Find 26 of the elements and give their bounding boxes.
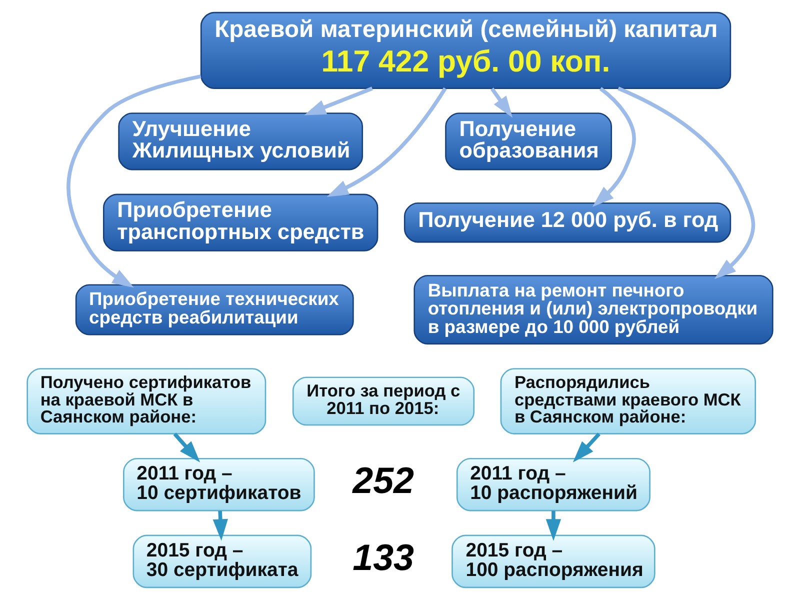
node-box: Получение 12 000 руб. в год [404,202,732,243]
node-box: 2015 год – 100 распоряжения [452,534,656,588]
node-box: Приобретение транспортных средств [103,194,378,252]
arrow [592,87,636,207]
arrow [304,86,373,116]
node-box: Краевой материнский (семейный) капитал 117 422 руб. 00 коп. [200,12,732,89]
label: 252 [352,460,414,501]
arrow [546,510,562,541]
node-box: 2015 год – 30 сертификата [132,534,312,588]
arrow [618,86,756,280]
node-box: Получено сертификатов на краевой МСК в Саянском районе: [26,368,266,434]
node-box: 2011 год – 10 распоряжений [456,458,650,512]
node-box: Приобретение технических средств реабилитации [75,284,354,336]
label: 133 [352,536,414,578]
node-box: Выплата на ремонт печного отопления и (или) электропроводки в размере до 10 000 рублей [414,275,774,344]
arrow [212,510,228,541]
node-box: Итого за период с 2011 по 2015: [292,376,475,426]
arrow [66,74,202,288]
arrow [490,88,513,118]
arrow [572,432,600,462]
node-box: Распорядились средствами краевого МСК в Саянском районе: [500,368,756,434]
node-box: 2011 год – 10 сертификатов [123,458,315,512]
arrow [326,87,447,197]
node-box: Получение образования [445,112,612,170]
arrow [173,432,200,462]
node-box: Улучшение Жилищных условий [118,112,364,170]
